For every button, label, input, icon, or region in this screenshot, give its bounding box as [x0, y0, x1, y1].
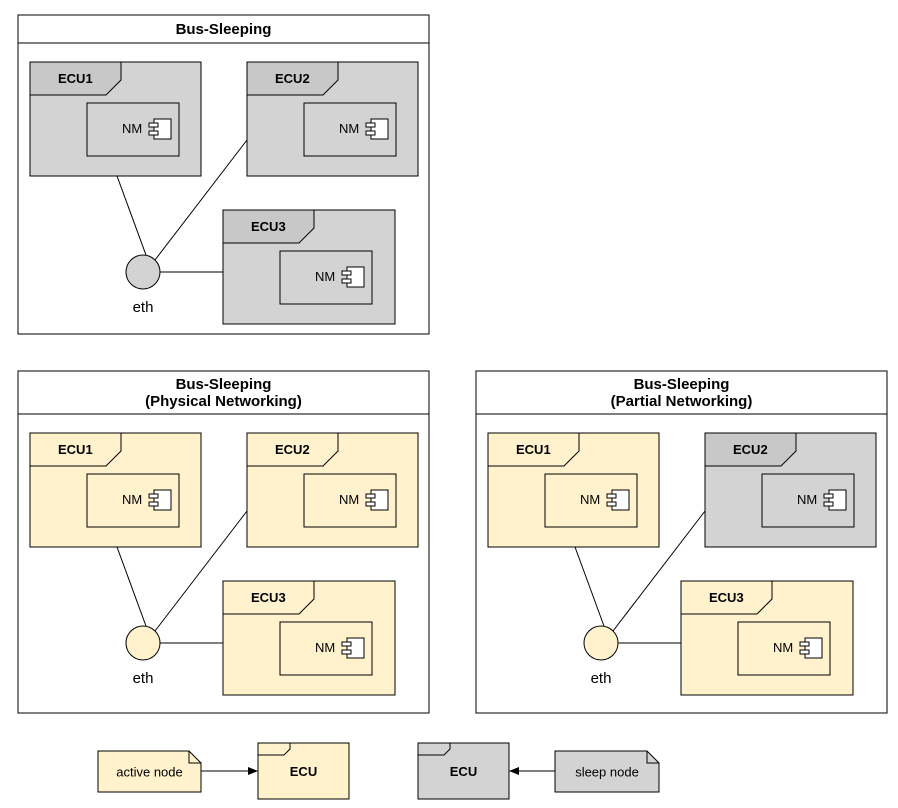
ecu-tab	[29, 432, 122, 467]
eth-label: eth	[133, 299, 154, 316]
nm-label: NM	[339, 121, 359, 136]
nm-box	[303, 473, 397, 528]
eth-label: eth	[591, 670, 612, 687]
nm-box	[279, 621, 373, 676]
panel-title: (Partial Networking)	[611, 393, 753, 410]
ecu-label: ECU2	[275, 442, 310, 457]
ecu-tab	[680, 580, 773, 615]
ecu-tab	[246, 61, 339, 96]
component-icon	[370, 489, 389, 511]
ecu-label: ECU1	[58, 71, 93, 86]
eth-node	[583, 625, 619, 661]
eth-node	[125, 625, 161, 661]
ecu-tab	[704, 432, 797, 467]
nm-box	[544, 473, 638, 528]
nm-box	[737, 621, 831, 676]
component-icon	[804, 637, 823, 659]
legend: active node ECU ECU sleep node	[97, 742, 660, 800]
nm-box	[86, 102, 180, 157]
ecu-label: ECU1	[58, 442, 93, 457]
panel-title: Bus-Sleeping	[634, 376, 730, 393]
nm-label: NM	[339, 492, 359, 507]
ecu-label: ECU2	[733, 442, 768, 457]
ecu-tab	[29, 61, 122, 96]
nm-box	[279, 250, 373, 305]
ecu-label: ECU1	[516, 442, 551, 457]
component-icon	[346, 637, 365, 659]
nm-box	[761, 473, 855, 528]
ecu-label: ECU2	[275, 71, 310, 86]
legend-sleep-ecu	[417, 742, 510, 800]
legend-sleep-note-text: sleep node	[575, 765, 639, 780]
component-icon	[611, 489, 630, 511]
component-icon	[153, 118, 172, 140]
panel-2: Bus-Sleeping(Physical Networking)ECU1NME…	[17, 370, 430, 714]
component-icon	[346, 266, 365, 288]
nm-label: NM	[122, 121, 142, 136]
nm-label: NM	[122, 492, 142, 507]
ecu-tab	[222, 209, 315, 244]
ecu-tab	[246, 432, 339, 467]
ecu-label: ECU3	[251, 590, 286, 605]
ecu-tab	[222, 580, 315, 615]
nm-label: NM	[773, 640, 793, 655]
link-ecu1-eth	[574, 546, 605, 627]
nm-label: NM	[315, 640, 335, 655]
link-ecu2-eth	[154, 510, 248, 632]
legend-sleep-ecu-label: ECU	[450, 764, 477, 779]
legend-active-note	[97, 750, 202, 793]
legend-active-ecu	[257, 742, 350, 800]
component-icon	[153, 489, 172, 511]
legend-active-note-text: active node	[116, 765, 183, 780]
nm-label: NM	[580, 492, 600, 507]
ecu-label: ECU3	[709, 590, 744, 605]
eth-label: eth	[133, 670, 154, 687]
legend-sleep-note	[554, 750, 660, 793]
component-icon	[828, 489, 847, 511]
panel-3: Bus-Sleeping(Partial Networking)ECU1NMEC…	[475, 370, 888, 714]
nm-box	[303, 102, 397, 157]
ecu-tab	[487, 432, 580, 467]
link-ecu1-eth	[116, 546, 147, 627]
link-ecu2-eth	[612, 510, 706, 632]
nm-label: NM	[797, 492, 817, 507]
panel-title: Bus-Sleeping	[176, 21, 272, 38]
nm-label: NM	[315, 269, 335, 284]
legend-active-ecu-label: ECU	[290, 764, 317, 779]
link-ecu1-eth	[116, 175, 147, 256]
panel-title: Bus-Sleeping	[176, 376, 272, 393]
panel-title: (Physical Networking)	[145, 393, 302, 410]
component-icon	[370, 118, 389, 140]
nm-box	[86, 473, 180, 528]
ecu-label: ECU3	[251, 219, 286, 234]
link-ecu2-eth	[154, 139, 248, 261]
eth-node	[125, 254, 161, 290]
